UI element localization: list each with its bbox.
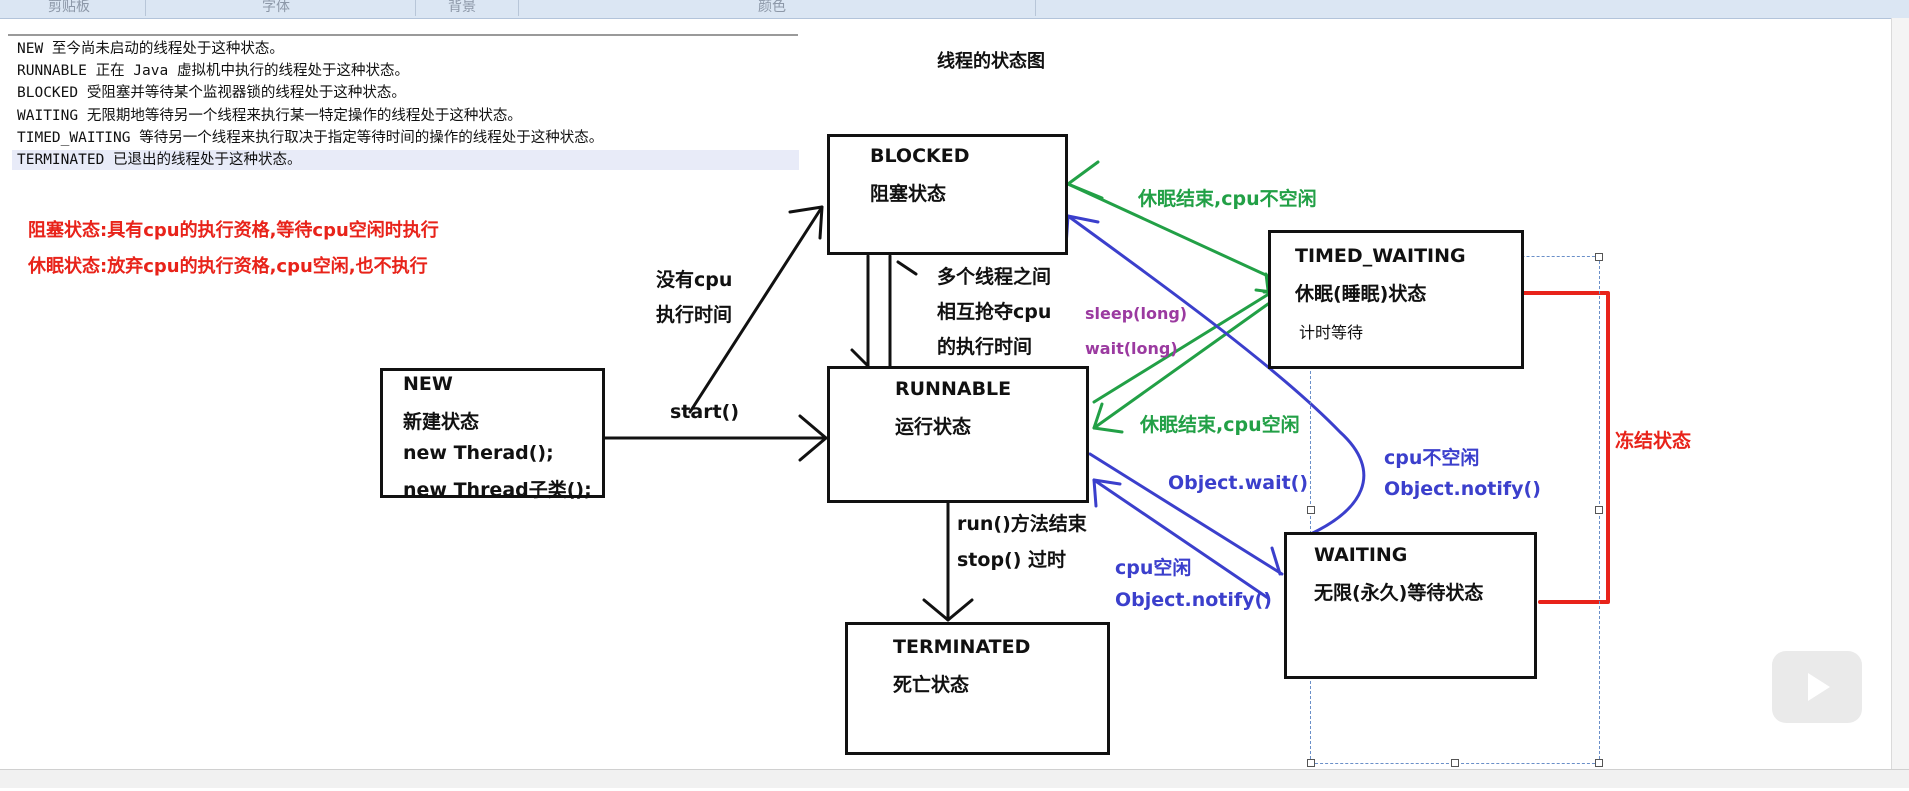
label-stop: stop() 过时	[957, 549, 1067, 571]
label-sleep-end-busy: 休眠结束,cpu不空闲	[1138, 188, 1317, 210]
ribbon-group-clipboard[interactable]: 剪贴板	[48, 0, 90, 15]
state-new[interactable]: NEW 新建状态 new Therad(); new Thread子类();	[380, 368, 605, 501]
state-runnable-desc: 运行状态	[895, 416, 972, 438]
state-new-desc: 新建状态	[403, 411, 480, 433]
play-icon[interactable]	[1772, 651, 1862, 723]
note-sleeping: 休眠状态:放弃cpu的执行资格,cpu空闲,也不执行	[28, 256, 428, 277]
label-compete-3: 的执行时间	[937, 336, 1033, 358]
label-start: start()	[670, 401, 740, 423]
arrow-waiting-to-blocked	[1066, 214, 1366, 544]
code-line-waiting: WAITING 无限期地等待另一个线程来执行某一特定操作的线程处于这种状态。	[17, 108, 522, 124]
arrowhead-runnable-to-terminated	[922, 598, 974, 622]
label-sleep-end-idle: 休眠结束,cpu空闲	[1140, 414, 1300, 436]
frozen-bracket	[1520, 291, 1610, 604]
vertical-scrollbar[interactable]	[1891, 18, 1909, 769]
code-line-terminated: TERMINATED 已退出的线程处于这种状态。	[17, 152, 302, 168]
state-waiting-desc: 无限(永久)等待状态	[1314, 582, 1484, 604]
resize-handle[interactable]	[1595, 253, 1603, 261]
state-blocked[interactable]: BLOCKED 阻塞状态	[827, 134, 1068, 255]
label-compete-2: 相互抢夺cpu	[937, 301, 1052, 323]
ribbon-group-background[interactable]: 背景	[448, 0, 476, 15]
state-timed-waiting-name: TIMED_WAITING	[1295, 245, 1466, 267]
resize-handle[interactable]	[1595, 506, 1603, 514]
label-notify-1: Object.notify()	[1384, 478, 1541, 500]
label-frozen: 冻结状态	[1615, 430, 1692, 452]
arrow-runnable-to-timed	[1092, 290, 1274, 404]
tick-blocked	[896, 260, 918, 276]
state-terminated-name: TERMINATED	[893, 636, 1031, 658]
arrowhead-timed-to-runnable	[1092, 402, 1124, 434]
code-line-runnable: RUNNABLE 正在 Java 虚拟机中执行的线程处于这种状态。	[17, 63, 409, 79]
arrowhead-waiting-to-runnable	[1092, 478, 1122, 508]
state-timed-waiting[interactable]: TIMED_WAITING 休眠(睡眠)状态 计时等待	[1268, 230, 1524, 369]
state-timed-waiting-sub: 计时等待	[1299, 323, 1364, 342]
arrow-runnable-to-waiting	[1088, 452, 1284, 576]
arrowhead-waiting-to-blocked	[1064, 214, 1100, 248]
label-object-wait: Object.wait()	[1168, 472, 1309, 494]
state-terminated[interactable]: TERMINATED 死亡状态	[845, 622, 1110, 755]
arrowhead-to-blocked	[788, 205, 824, 240]
state-waiting[interactable]: WAITING 无限(永久)等待状态	[1284, 532, 1537, 679]
note-blocked: 阻塞状态:具有cpu的执行资格,等待cpu空闲时执行	[28, 220, 439, 241]
arrow-timed-to-runnable	[1092, 302, 1270, 430]
label-no-cpu-2: 执行时间	[656, 304, 733, 326]
state-blocked-desc: 阻塞状态	[870, 183, 947, 205]
code-line-timed-waiting: TIMED_WAITING 等待另一个线程来执行取决于指定等待时间的操作的线程处…	[17, 130, 604, 146]
code-box-border	[8, 34, 798, 36]
ribbon-group-color[interactable]: 颜色	[758, 0, 786, 15]
state-blocked-name: BLOCKED	[870, 145, 970, 167]
label-cpu-idle: cpu空闲	[1115, 557, 1192, 579]
diagram-title: 线程的状态图	[937, 51, 1045, 72]
label-run-end: run()方法结束	[957, 513, 1087, 535]
ribbon-group-font[interactable]: 字体	[262, 0, 290, 15]
state-runnable-name: RUNNABLE	[895, 378, 1012, 400]
arrowhead-new-to-runnable	[798, 414, 828, 462]
state-waiting-name: WAITING	[1314, 544, 1408, 566]
state-new-line2: new Thread子类();	[403, 479, 592, 501]
resize-handle[interactable]	[1307, 759, 1315, 767]
label-no-cpu-1: 没有cpu	[656, 269, 733, 291]
label-notify-2: Object.notify()	[1115, 589, 1272, 611]
arrow-to-blocked	[688, 205, 824, 414]
label-sleep-long: sleep(long)	[1085, 304, 1188, 323]
resize-handle[interactable]	[1451, 759, 1459, 767]
resize-handle[interactable]	[1595, 759, 1603, 767]
state-runnable[interactable]: RUNNABLE 运行状态	[827, 366, 1089, 503]
label-wait-long: wait(long)	[1085, 339, 1178, 358]
label-compete-1: 多个线程之间	[937, 266, 1052, 288]
selected-line-highlight	[12, 150, 799, 170]
state-timed-waiting-desc: 休眠(睡眠)状态	[1295, 283, 1427, 305]
ribbon-bar: 剪贴板 字体 背景 颜色	[0, 0, 1909, 19]
code-line-new: NEW 至今尚未启动的线程处于这种状态。	[17, 41, 284, 57]
arrow-waiting-to-runnable	[1092, 478, 1270, 600]
label-cpu-busy: cpu不空闲	[1384, 447, 1480, 469]
state-terminated-desc: 死亡状态	[893, 674, 970, 696]
arrowhead-timed-to-blocked	[1066, 160, 1104, 200]
tick-runnable	[850, 348, 870, 368]
code-line-blocked: BLOCKED 受阻塞并等待某个监视器锁的线程处于这种状态。	[17, 85, 406, 101]
horizontal-scrollbar[interactable]	[0, 769, 1909, 788]
resize-handle[interactable]	[1307, 506, 1315, 514]
state-new-name: NEW	[403, 373, 453, 395]
state-new-line1: new Therad();	[403, 442, 554, 464]
